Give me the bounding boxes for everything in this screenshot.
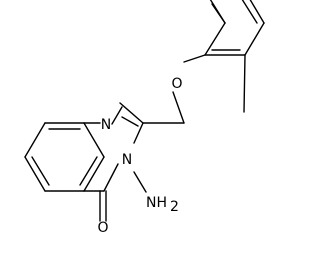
bond [83, 122, 105, 158]
carbonyl [99, 190, 107, 222]
methyl-bond [211, 3, 226, 24]
double-bond-inner [241, 0, 258, 24]
double-bond-inner [79, 156, 98, 186]
methyl-groups [211, 3, 246, 113]
dimethylphenyl-ring [204, 0, 265, 56]
bond [244, 22, 265, 56]
bond [249, 0, 265, 24]
bond [111, 106, 123, 125]
methylene-linker [142, 54, 206, 124]
methyl-bond [243, 54, 246, 113]
bond [183, 54, 206, 63]
bond [24, 122, 46, 158]
atom-amino-nh: NH [146, 195, 167, 211]
benzo-ring [24, 122, 105, 192]
n-amino-bond [133, 171, 147, 193]
atom-n3: N [122, 152, 132, 168]
atom-carbonyl-oxygen: O [97, 220, 108, 236]
atom-amino-subscript: 2 [170, 199, 179, 215]
bond [119, 102, 144, 124]
bond [103, 163, 119, 192]
atom-n1: N [101, 117, 111, 133]
double-bond-inner [31, 156, 50, 186]
molecule-structure: N N O O NH 2 [24, 0, 265, 236]
bond [172, 91, 185, 124]
atom-ether-oxygen: O [171, 76, 182, 92]
bond [133, 122, 144, 144]
pyrimidinone-ring [83, 102, 144, 192]
double-bond [121, 116, 139, 127]
bond [204, 22, 226, 56]
bond [83, 156, 105, 192]
bond [24, 156, 46, 192]
